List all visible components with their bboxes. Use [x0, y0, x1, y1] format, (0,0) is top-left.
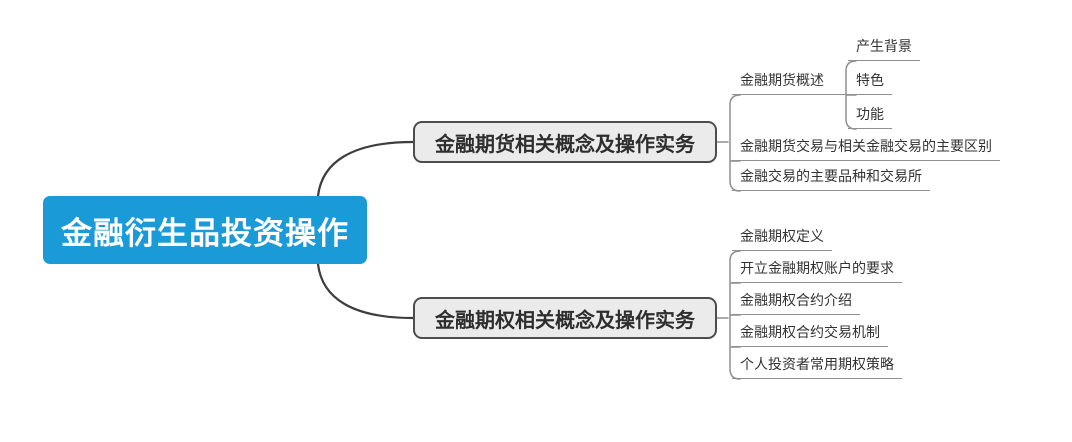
root-topic[interactable]: 金融衍生品投资操作	[43, 196, 367, 264]
options-bracket	[716, 250, 741, 380]
topic-functions[interactable]: 功能	[848, 107, 892, 129]
topic-futures-overview[interactable]: 金融期货概述	[732, 73, 848, 95]
topic-futures-vs-related-trading[interactable]: 金融期货交易与相关金融交易的主要区别	[732, 139, 1000, 161]
branch-topic-futures[interactable]: 金融期货相关概念及操作实务	[413, 121, 717, 163]
branch-topic-options[interactable]: 金融期权相关概念及操作实务	[413, 297, 717, 339]
topic-option-trading-mechanism[interactable]: 金融期权合约交易机制	[732, 325, 888, 347]
topic-trading-varieties-exchanges[interactable]: 金融交易的主要品种和交易所	[732, 169, 930, 191]
topic-option-contract-intro[interactable]: 金融期权合约介绍	[732, 293, 860, 315]
futures-overview-bracket	[845, 60, 857, 130]
futures-bracket	[716, 94, 741, 192]
topic-personal-option-strategies[interactable]: 个人投资者常用期权策略	[732, 357, 902, 379]
topic-features[interactable]: 特色	[848, 73, 892, 95]
topic-option-definition[interactable]: 金融期权定义	[732, 229, 832, 251]
root-to-futures-curve	[316, 140, 415, 198]
root-to-options-curve	[316, 262, 415, 320]
topic-background[interactable]: 产生背景	[848, 39, 920, 61]
topic-option-account-requirements[interactable]: 开立金融期权账户的要求	[732, 261, 902, 283]
